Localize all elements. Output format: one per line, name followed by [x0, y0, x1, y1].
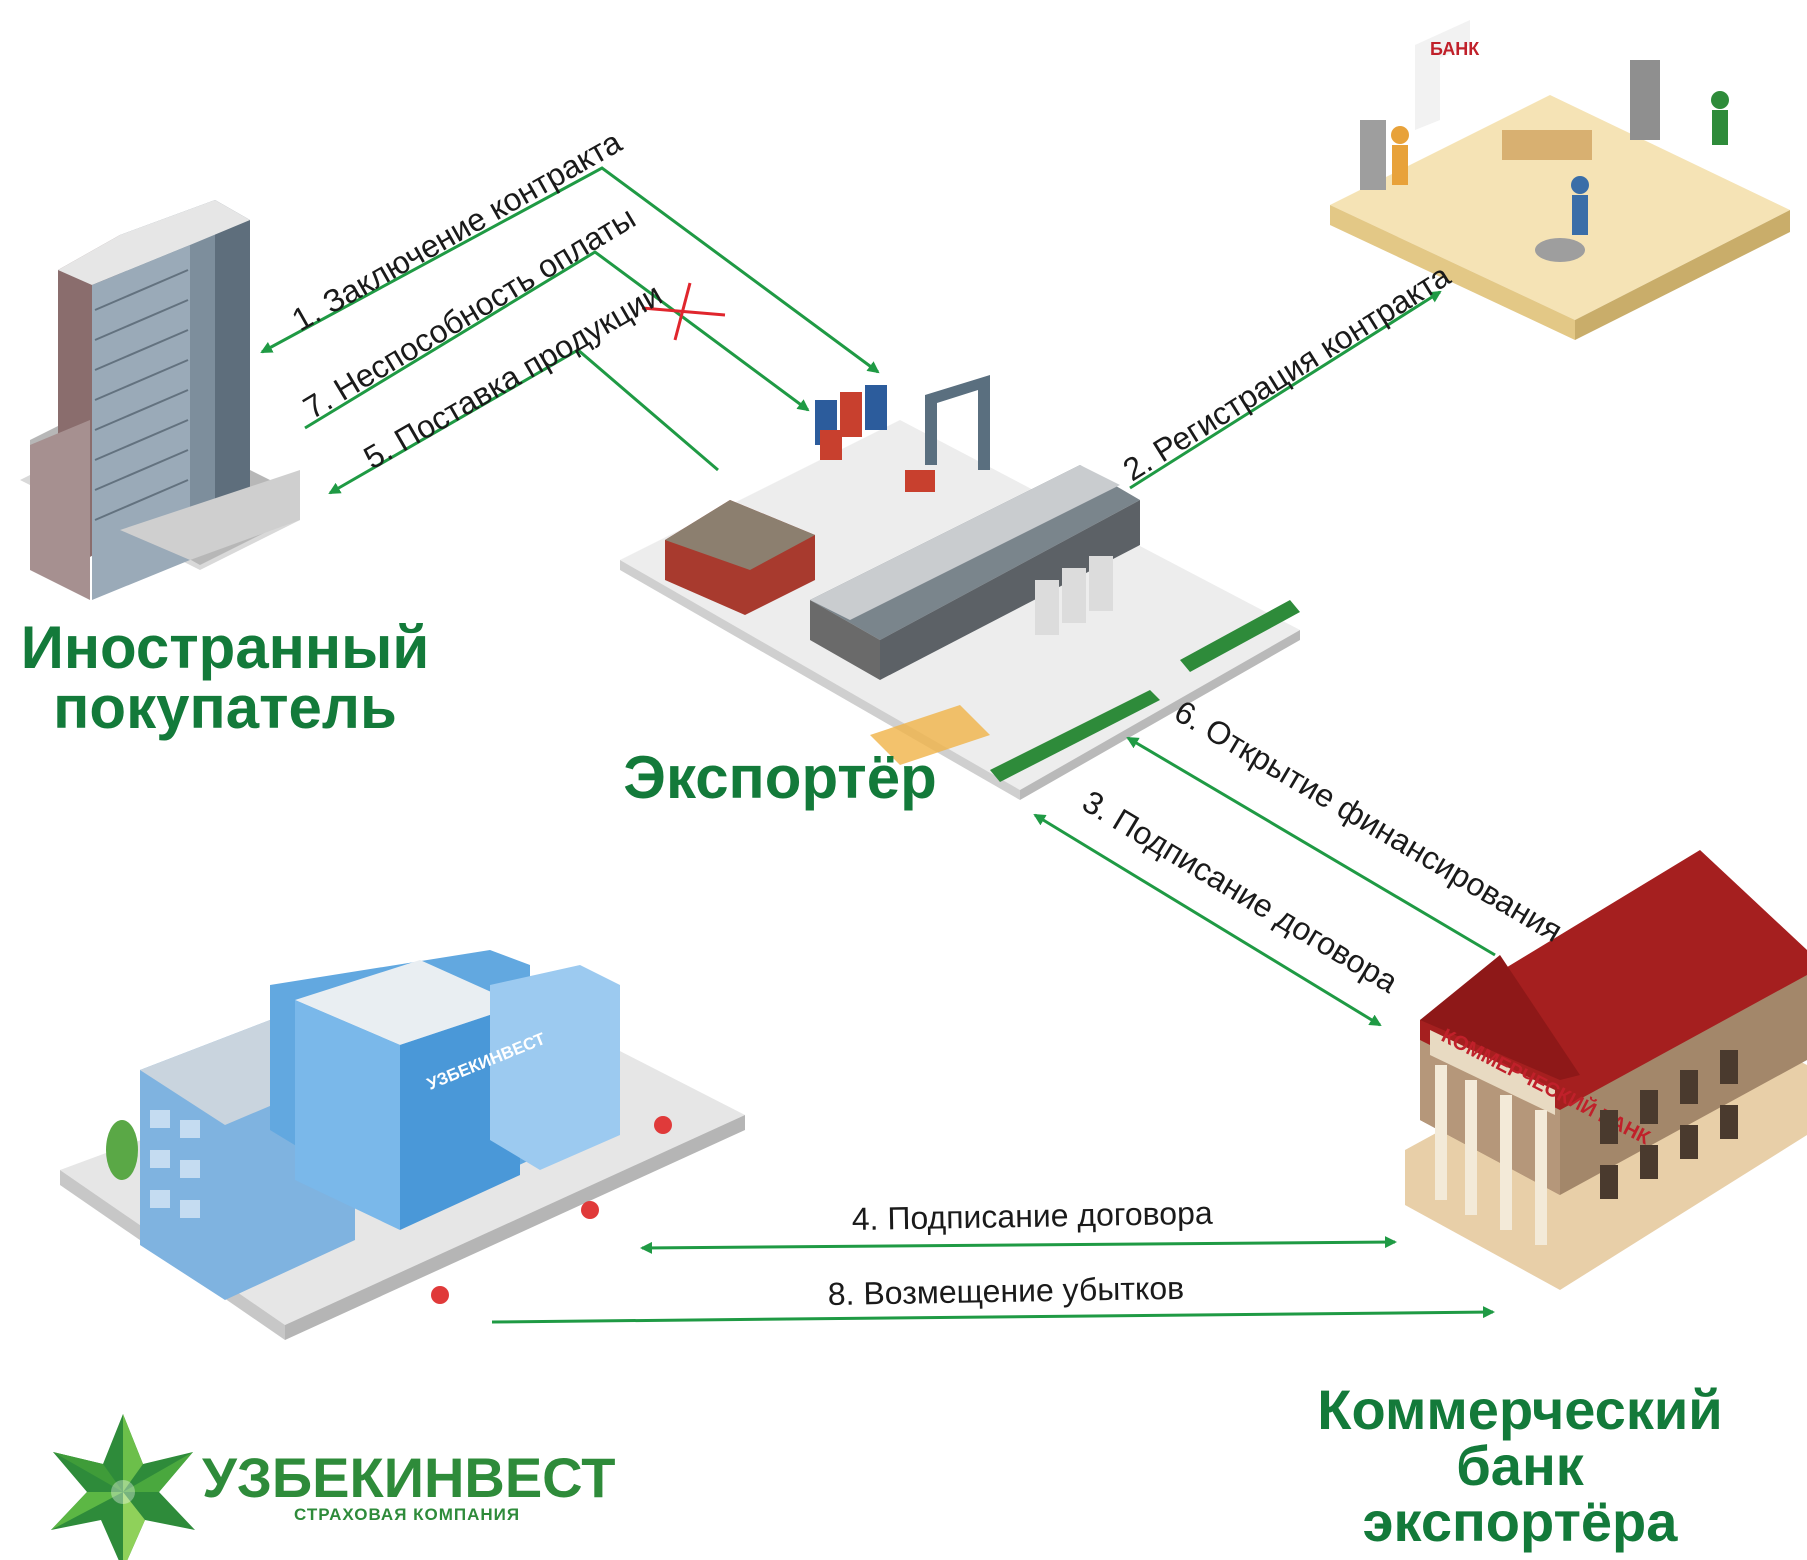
uzbekinvest-logo: УЗБЕКИНВЕСТ СТРАХОВАЯ КОМПАНИЯ	[51, 1414, 615, 1560]
commercial-bank-label-line-3: экспортёра	[1362, 1490, 1678, 1553]
arrow-step-2	[1129, 290, 1442, 490]
arrow-step-1	[260, 166, 880, 374]
step-label-2: 2. Регистрация контракта	[1117, 257, 1457, 488]
foreign-buyer-building	[20, 200, 300, 600]
commercial-bank-label-line-1: Коммерческий	[1317, 1378, 1723, 1441]
foreign-buyer-label-line-2: покупатель	[53, 674, 397, 741]
commercial-bank-label-line-2: банк	[1456, 1434, 1584, 1497]
arrow-step-3	[1033, 813, 1382, 1027]
logo-name: УЗБЕКИНВЕСТ	[202, 1446, 615, 1509]
arrow-step-7	[304, 250, 810, 430]
exporter-warehouse	[620, 375, 1300, 800]
exporter-label-line-1: Экспортёр	[623, 744, 937, 811]
arrow-step-4	[640, 1236, 1397, 1254]
foreign-buyer-label: Иностранный покупатель	[0, 618, 450, 738]
arrow-step-5	[328, 348, 719, 495]
commercial-bank-building: КОММЕРЧЕСКИЙ БАНК	[1405, 850, 1807, 1290]
step-label-6: 6. Открытие финансирования	[1168, 693, 1568, 949]
bank-office: БАНК	[1330, 20, 1790, 340]
foreign-buyer-label-line-1: Иностранный	[20, 614, 430, 681]
insurer-building: УЗБЕКИНВЕСТ	[60, 950, 745, 1340]
commercial-bank-label: Коммерческий банк экспортёра	[1270, 1382, 1770, 1550]
logo-star-icon	[51, 1414, 195, 1560]
logo-subtitle: СТРАХОВАЯ КОМПАНИЯ	[294, 1505, 520, 1524]
arrow-step-8	[491, 1306, 1495, 1324]
exporter-label: Экспортёр	[590, 748, 970, 808]
step-label-4: 4. Подписание договора	[851, 1195, 1213, 1237]
flow-arrows	[260, 166, 1496, 1324]
bank-office-sign: БАНК	[1430, 39, 1480, 59]
cross-mark-icon	[641, 282, 726, 341]
step-label-8: 8. Возмещение убытков	[827, 1270, 1184, 1312]
